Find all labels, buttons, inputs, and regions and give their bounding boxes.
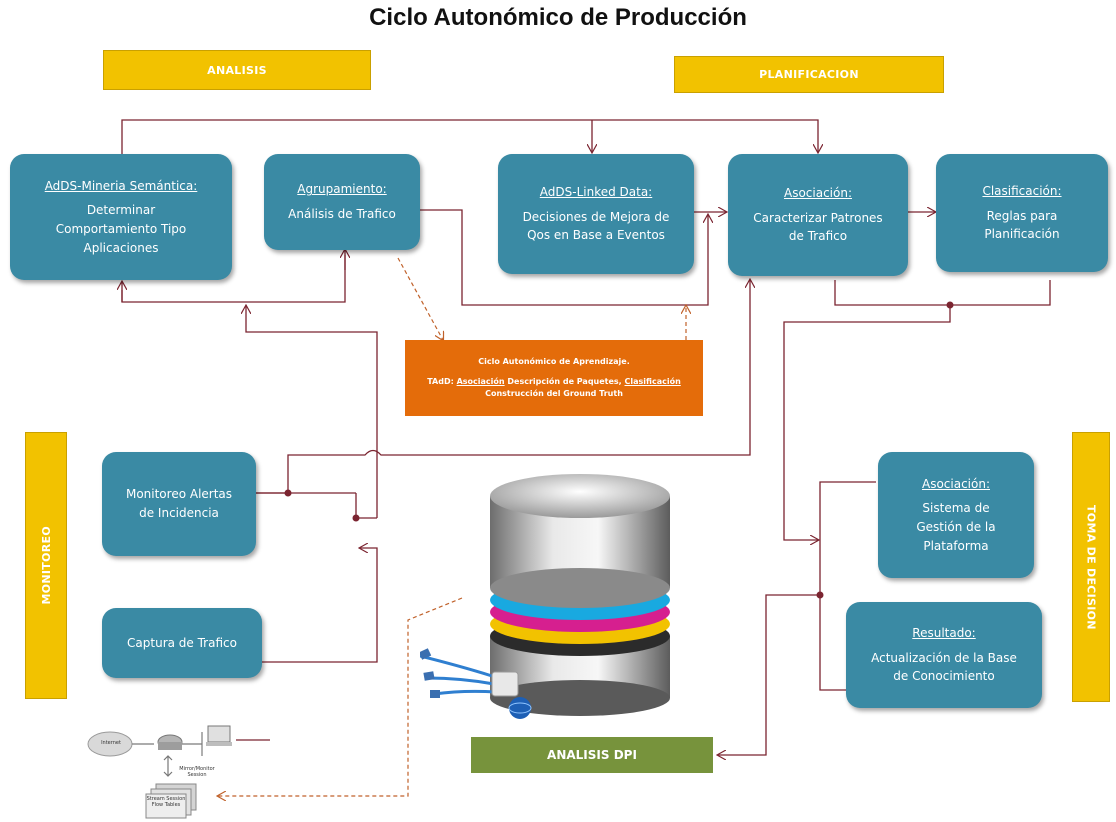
asociacion-patrones-box[interactable]: Asociación: Caracterizar Patrones de Tra…: [728, 154, 908, 276]
diagram-title: Ciclo Autonómico de Producción: [369, 4, 747, 31]
database-icon: [420, 474, 670, 719]
captura-trafico-text: Captura de Trafico: [127, 635, 237, 650]
agrupamiento-box[interactable]: Agrupamiento: Análisis de Trafico: [264, 154, 420, 250]
ciclo-prefix: TAdD:: [427, 377, 457, 386]
network-topology-icon: [87, 725, 232, 819]
flow-tables-label: Stream Session Flow Tables: [146, 796, 186, 808]
monitoreo-alertas-text: Monitoreo Alertas de Incidencia: [125, 487, 233, 520]
resultado-heading: Resultado:: [912, 626, 976, 641]
linked-data-heading: AdDS-Linked Data:: [539, 185, 653, 200]
clasificacion-box[interactable]: Clasificación: Reglas para Planificación: [936, 154, 1108, 272]
resultado-box[interactable]: Resultado: Actualización de la Base de C…: [846, 602, 1042, 708]
top-loop-line: [121, 119, 818, 160]
monitoreo-banner-label: MONITOREO: [39, 526, 53, 605]
agrupamiento-to-asociacion: [420, 209, 708, 306]
asociacion-patrones-heading: Asociación:: [783, 186, 852, 201]
planificacion-banner-label: PLANIFICACION: [759, 68, 859, 81]
ciclo-aprendizaje-title: Ciclo Autonómico de Aprendizaje.: [478, 357, 630, 366]
captura-up-line: [262, 548, 378, 663]
dashed-dpi-to-network: [218, 597, 463, 796]
decision-bracket: [819, 481, 876, 691]
resultado-text: Actualización de la Base de Conocimiento: [871, 650, 1017, 684]
toma-decision-banner-label: TOMA DE DECISION: [1084, 504, 1098, 630]
decision-feedback: [834, 280, 1051, 306]
asociacion-patrones-text: Caracterizar Patrones de Trafico: [753, 210, 883, 244]
sistema-gestion-box[interactable]: Asociación: Sistema de Gestión de la Pla…: [878, 452, 1034, 578]
ciclo-aprendizaje-line2: Construcción del Ground Truth: [485, 389, 623, 398]
ciclo-mid: Descripción de Paquetes,: [504, 377, 625, 386]
analisis-banner: ANALISIS: [103, 50, 371, 90]
monitoreo-banner: MONITOREO: [25, 432, 67, 699]
monitoreo-to-asociacion: [256, 280, 750, 494]
mineria-semantica-text: Determinar Comportamiento Tipo Aplicacio…: [55, 203, 187, 255]
analisis-banner-label: ANALISIS: [207, 63, 267, 77]
ciclo-aprendizaje-line1: TAdD: Asociación Descripción de Paquetes…: [427, 376, 681, 388]
ciclo-asociacion: Asociación: [456, 377, 505, 386]
captura-trafico-box[interactable]: Captura de Trafico: [102, 608, 262, 678]
ciclo-aprendizaje-box[interactable]: Ciclo Autonómico de Aprendizaje. TAdD: A…: [405, 340, 703, 416]
mineria-semantica-box[interactable]: AdDS-Mineria Semántica: Determinar Compo…: [10, 154, 232, 280]
linked-data-text: Decisiones de Mejora de Qos en Base a Ev…: [522, 209, 670, 243]
clasificacion-heading: Clasificación:: [982, 184, 1062, 199]
ciclo-clasificacion: Clasificación: [624, 377, 681, 386]
linked-data-box[interactable]: AdDS-Linked Data: Decisiones de Mejora d…: [498, 154, 694, 274]
mirror-session-label: Mirror/Monitor Session: [179, 766, 215, 778]
monitoreo-up-line: [246, 306, 378, 518]
planificacion-banner: PLANIFICACION: [674, 56, 944, 93]
internet-label: Internet: [101, 740, 121, 746]
analisis-dpi-label: ANALISIS DPI: [471, 737, 713, 773]
clasificacion-text: Reglas para Planificación: [984, 208, 1060, 242]
sistema-gestion-text: Sistema de Gestión de la Plataforma: [916, 501, 996, 553]
monitoreo-alertas-box[interactable]: Monitoreo Alertas de Incidencia: [102, 452, 256, 556]
sistema-gestion-heading: Asociación:: [921, 476, 990, 491]
agrupamiento-text: Análisis de Trafico: [288, 207, 396, 221]
toma-decision-banner: TOMA DE DECISION: [1072, 432, 1110, 702]
dashed-agrupamiento-to-ciclo: [397, 257, 443, 340]
agrupamiento-heading: Agrupamiento:: [297, 182, 387, 197]
mineria-semantica-heading: AdDS-Mineria Semántica:: [44, 178, 198, 193]
